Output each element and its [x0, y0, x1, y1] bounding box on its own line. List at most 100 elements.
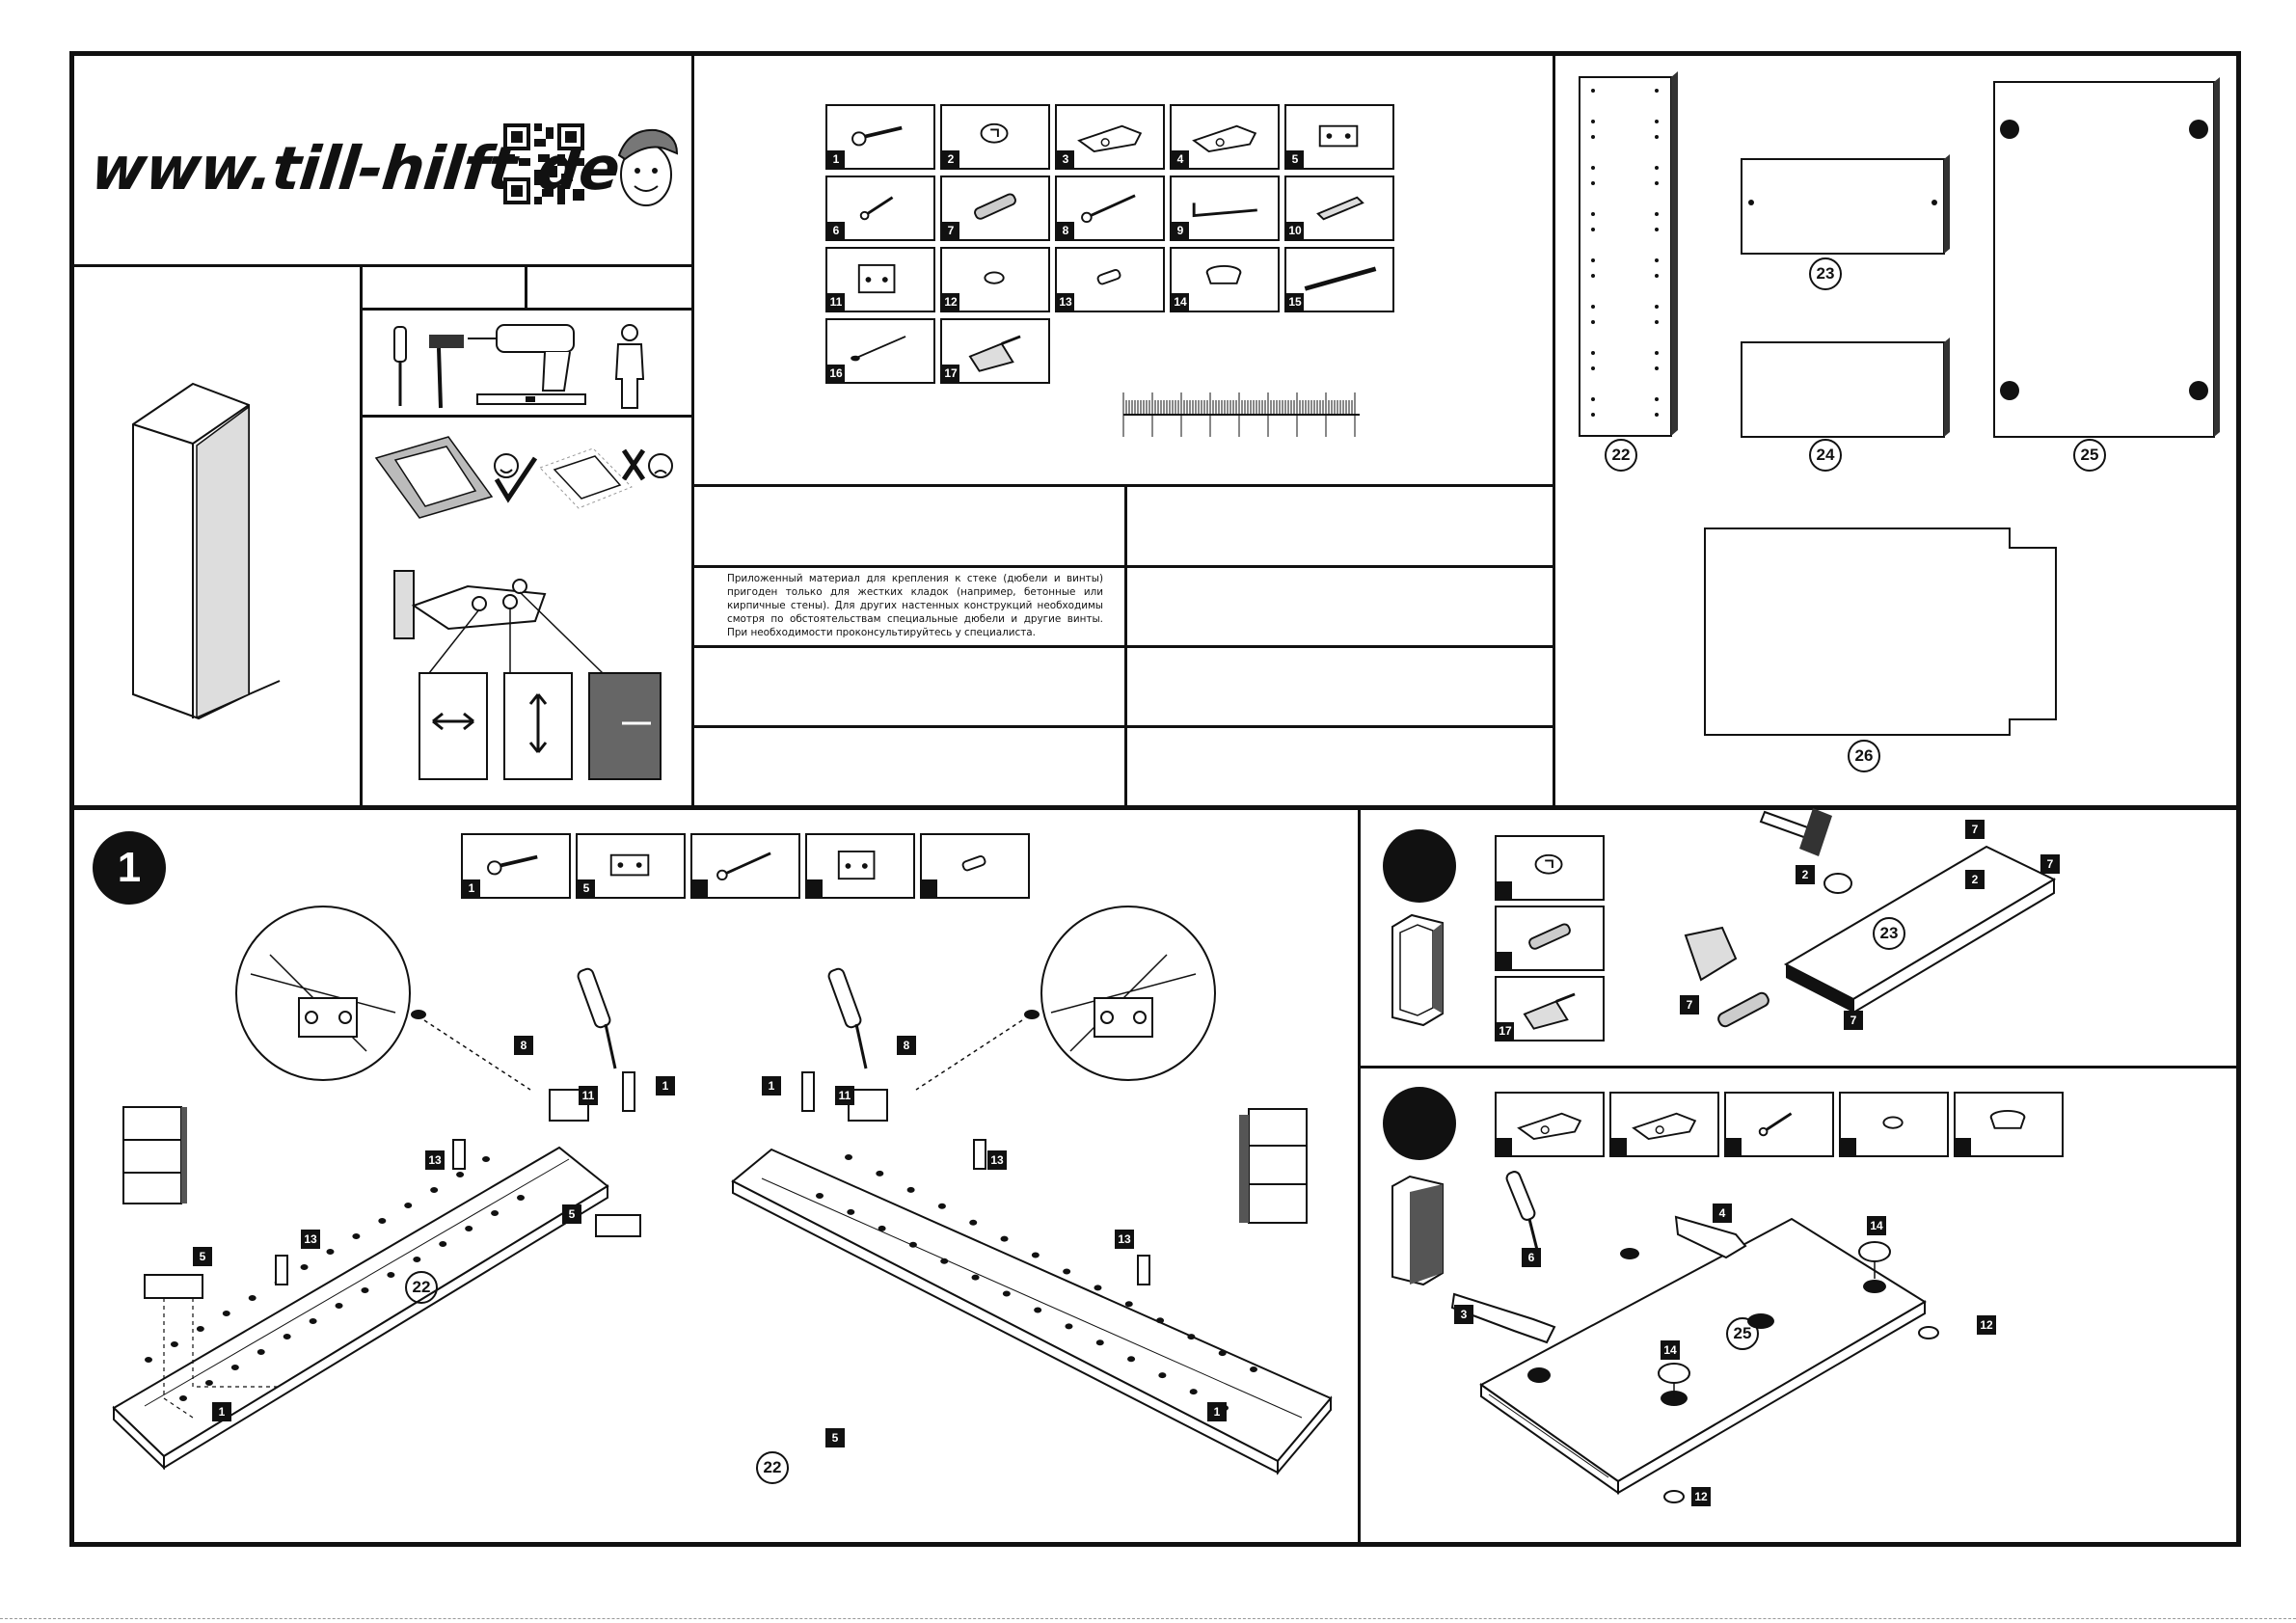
- mounting-plate-icon: [1318, 124, 1359, 148]
- smiley-sad-icon: [648, 453, 673, 478]
- step2-assembly-drawing: [1684, 808, 2057, 1028]
- part-label: 2: [1965, 870, 1985, 889]
- cam-lock-icon: [1534, 853, 1563, 875]
- part-label: 8: [514, 1036, 533, 1055]
- part-label: 13: [987, 1150, 1007, 1170]
- sheet-frame: [69, 51, 2241, 1547]
- part-cell: 6: [825, 176, 935, 241]
- part-label: 11: [579, 1086, 598, 1105]
- part-number: 2: [942, 150, 959, 168]
- surface-protection-illustration: [374, 436, 673, 519]
- panel-number: 26: [1848, 740, 1880, 772]
- shelf-pin-icon: [961, 855, 986, 872]
- nail-icon: [851, 336, 906, 362]
- cabinet-illustration: [132, 382, 281, 720]
- part-cell: 14: [1170, 247, 1280, 312]
- panel-number: 22: [756, 1451, 789, 1484]
- small-screw-icon: [859, 196, 894, 221]
- part-cell: 1: [461, 833, 571, 899]
- tools-illustration: [393, 324, 645, 409]
- part-number: [1497, 952, 1512, 969]
- part-label: 13: [425, 1150, 445, 1170]
- part-number: [1956, 1138, 1971, 1155]
- screwdriver-icon: [393, 326, 407, 406]
- part-cell: 5: [576, 833, 686, 899]
- cam-lock-icon: [980, 122, 1009, 144]
- panel-25-drawing: [1993, 77, 2220, 438]
- step1-assembly-drawing: [112, 906, 1333, 1475]
- panel-number: 23: [1809, 257, 1842, 290]
- part-label: 5: [562, 1204, 581, 1224]
- part-label: 4: [1713, 1204, 1732, 1223]
- part-number: 13: [1057, 293, 1074, 311]
- part-number: 3: [1057, 150, 1074, 168]
- mounting-plate-icon: [609, 853, 650, 877]
- divider: [1358, 808, 1361, 1545]
- divider: [693, 565, 1554, 568]
- part-number: [807, 879, 823, 897]
- glue-tube-icon: [1684, 926, 1738, 982]
- shelf-pin-icon: [1096, 269, 1121, 285]
- part-label: 14: [1867, 1216, 1886, 1235]
- part-cell: 3: [1055, 104, 1165, 170]
- part-label: 12: [1691, 1487, 1711, 1506]
- part-number: [692, 879, 708, 897]
- part-cell: [920, 833, 1030, 899]
- part-cell: 9: [1170, 176, 1280, 241]
- screw-icon: [716, 852, 771, 881]
- panel-number: 22: [1605, 439, 1637, 472]
- spirit-level-icon: [476, 393, 586, 405]
- part-number: 8: [1057, 222, 1074, 239]
- part-label: 5: [193, 1247, 212, 1266]
- part-number: 16: [827, 365, 845, 382]
- part-number: [1497, 1138, 1512, 1155]
- part-cell: 5: [1284, 104, 1394, 170]
- screwdriver-icon: [577, 967, 617, 1069]
- part-cell: 13: [1055, 247, 1165, 312]
- hinge-icon: [1674, 1215, 1747, 1259]
- part-label: 2: [1796, 865, 1815, 884]
- part-label: 11: [835, 1086, 854, 1105]
- part-number: 7: [942, 222, 959, 239]
- divider: [360, 264, 363, 807]
- part-number: 10: [1286, 222, 1304, 239]
- smiley-happy-icon: [494, 453, 519, 478]
- part-number: 5: [578, 879, 595, 897]
- divider: [691, 53, 694, 807]
- part-cell: 17: [1495, 976, 1605, 1041]
- divider: [693, 484, 1554, 487]
- part-cell: 4: [1170, 104, 1280, 170]
- part-label: 7: [1844, 1011, 1863, 1030]
- scale-ruler: [1122, 392, 1360, 437]
- part-number: [922, 879, 937, 897]
- part-label: 12: [1977, 1315, 1996, 1335]
- panel-number: 24: [1809, 439, 1842, 472]
- divider: [693, 725, 1554, 728]
- panel-23-drawing: [1741, 154, 1950, 255]
- divider: [71, 805, 2239, 810]
- small-screw-icon: [1758, 1112, 1793, 1137]
- part-label: 13: [301, 1230, 320, 1249]
- part-label: 7: [2040, 854, 2060, 874]
- part-cell: 2: [940, 104, 1050, 170]
- part-number: [1726, 1138, 1742, 1155]
- part-number: 6: [827, 222, 845, 239]
- panel-number: 22: [405, 1271, 438, 1304]
- part-cell: [1724, 1092, 1834, 1157]
- hinge-icon: [1192, 124, 1257, 153]
- part-label: 7: [1680, 995, 1699, 1014]
- step-marker: [1383, 1087, 1456, 1160]
- part-label: 1: [1207, 1402, 1227, 1421]
- dowel-screw-icon: [487, 854, 538, 876]
- wall-bracket-icon: [837, 851, 876, 880]
- part-number: 17: [1497, 1022, 1514, 1040]
- page-trim: [0, 1618, 2296, 1619]
- hammer-icon: [1759, 808, 1832, 856]
- part-cell: 16: [825, 318, 935, 384]
- part-label: 1: [762, 1076, 781, 1096]
- part-cell: [1839, 1092, 1949, 1157]
- part-number: 14: [1172, 293, 1189, 311]
- hook-screw-icon: [1192, 203, 1257, 218]
- part-label: 1: [656, 1076, 675, 1096]
- step-number: 1: [93, 831, 166, 905]
